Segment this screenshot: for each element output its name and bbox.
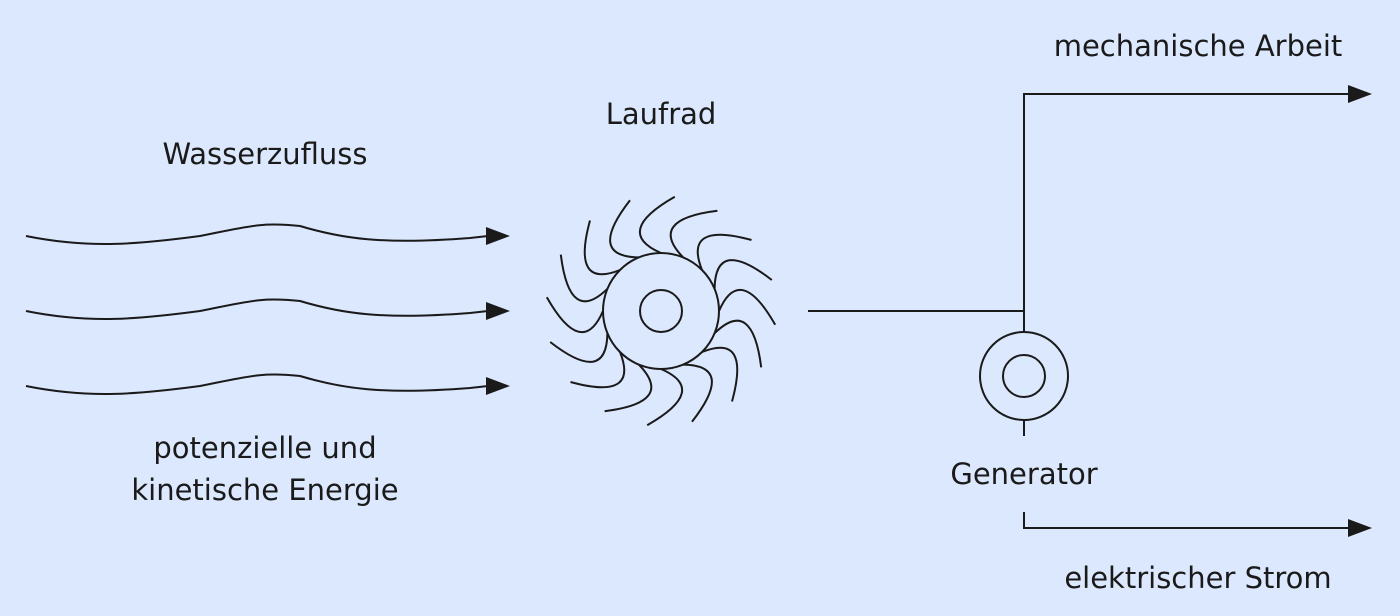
impeller-blade <box>718 288 777 326</box>
generator <box>979 331 1069 436</box>
energy-label-line1: potenzielle und <box>153 431 376 465</box>
generator-inner-ring <box>1002 354 1046 398</box>
impeller-blade <box>570 351 626 389</box>
impeller-axle <box>639 289 683 333</box>
generator-label: Generator <box>950 457 1097 491</box>
electric-current-arrowhead <box>1348 519 1372 537</box>
impeller-blade <box>713 259 773 289</box>
water-inflow-arrows <box>25 223 510 395</box>
impeller-blade <box>713 319 763 368</box>
impeller-blade <box>583 220 621 276</box>
water-wave-3 <box>25 373 489 395</box>
impeller-blade <box>669 209 718 259</box>
shaft-lines <box>808 85 1372 332</box>
electric-current-label: elektrischer Strom <box>1064 561 1331 595</box>
impeller-blade <box>683 363 713 423</box>
impeller-blade <box>638 195 676 254</box>
energy-label-line2: kinetische Energie <box>131 473 398 507</box>
mechanical-work-arrowhead <box>1348 85 1372 103</box>
water-wave-1 <box>25 223 489 245</box>
impeller-blade <box>646 368 684 427</box>
electric-current-line <box>1023 512 1350 529</box>
water-inflow-label: Wasserzufluss <box>162 137 367 171</box>
water-wave-1-arrowhead <box>486 227 510 245</box>
impeller-blade <box>701 346 739 402</box>
impeller-blade <box>696 233 752 271</box>
water-wave-3-arrowhead <box>486 377 510 395</box>
water-wave-2-arrowhead <box>486 302 510 320</box>
water-wave-2 <box>25 298 489 320</box>
mechanical-work-label: mechanische Arbeit <box>1054 29 1343 63</box>
impeller-blade <box>604 363 653 413</box>
mechanical-work-line <box>1023 93 1350 332</box>
impeller <box>545 195 777 427</box>
electric-output <box>1023 512 1372 537</box>
impeller-blade <box>549 333 609 363</box>
impeller-hub <box>602 252 720 370</box>
impeller-blade <box>609 199 639 259</box>
impeller-label: Laufrad <box>606 97 717 131</box>
impeller-blade <box>545 296 604 334</box>
generator-outer-ring <box>979 331 1069 421</box>
impeller-blade <box>559 254 609 303</box>
impeller-blades <box>545 195 777 427</box>
